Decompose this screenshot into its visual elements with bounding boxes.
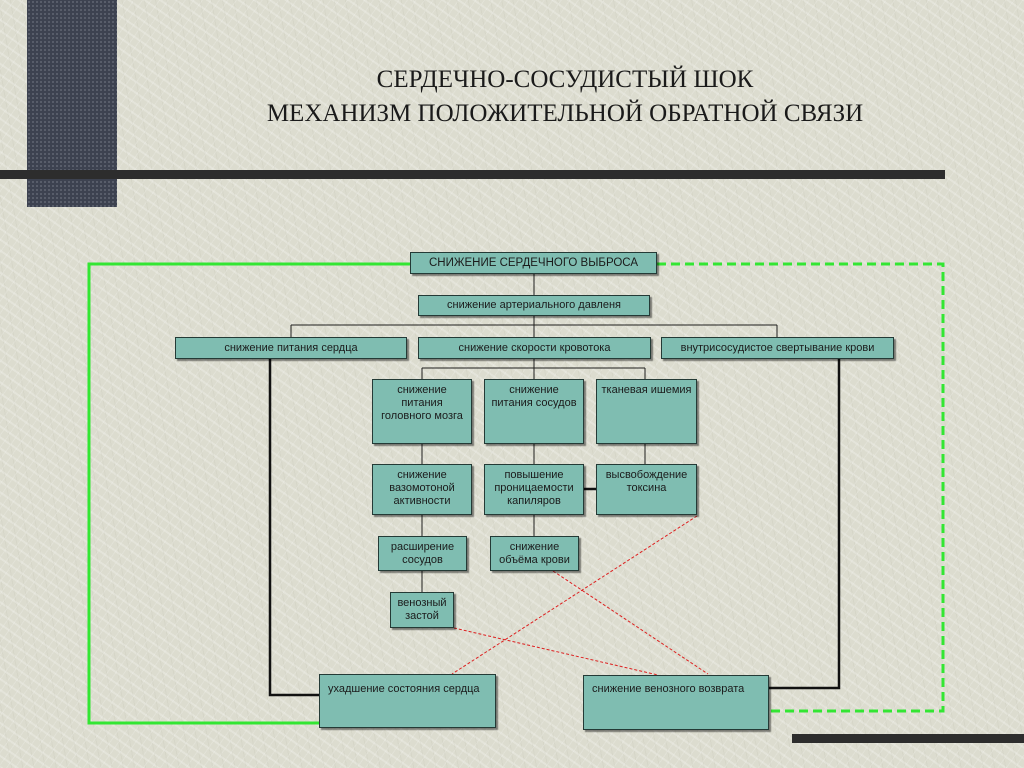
node-heart-condition: ухадшение состояния сердца — [319, 674, 496, 728]
red-link-stasis-to-venous-return — [453, 627, 659, 676]
node-arterial-pressure: снижение артериального давленя — [418, 295, 650, 316]
feedback-loop-right — [657, 262, 945, 713]
node-heart-nutrition: снижение питания сердца — [175, 337, 407, 359]
node-blood-flow-speed: снижение скорости кровотока — [418, 337, 651, 359]
red-link-volume-to-venous-return — [552, 570, 709, 675]
node-blood-volume: снижение объёма крови — [490, 536, 579, 571]
node-vasomotor-activity: снижение вазомотоной активности — [372, 464, 472, 515]
node-venous-stasis: венозный застой — [390, 592, 454, 628]
node-venous-return: снижение венозного возврата — [583, 675, 769, 730]
connector-heart-nutrition-to-heart-condition — [268, 359, 319, 697]
slide-title-line2: МЕХАНИЗМ ПОЛОЖИТЕЛЬНОЙ ОБРАТНОЙ СВЯЗИ — [266, 100, 864, 127]
node-cardiac-output: СНИЖЕНИЕ СЕРДЕЧНОГО ВЫБРОСА — [410, 252, 657, 274]
red-link-toxin-to-heart-condition — [451, 515, 698, 675]
node-capillary-permeability: повышение проницаемости капиляров — [484, 464, 584, 515]
node-toxin-release: высвобождение токсина — [596, 464, 697, 515]
node-tissue-ischemia: тканевая ишемия — [596, 379, 697, 444]
connector-coagulation-to-venous-return — [769, 359, 841, 690]
node-intravascular-coagulation: внутрисосудистое свертывание крови — [661, 337, 894, 359]
node-vessel-nutrition: снижение питания сосудов — [484, 379, 584, 444]
node-vasodilation: расширение сосудов — [378, 536, 467, 571]
header-divider-bar — [0, 170, 945, 179]
slide-title-line1: СЕРДЕЧНО-СОСУДИСТЫЙ ШОК — [376, 66, 754, 93]
footer-divider-bar — [792, 734, 1024, 743]
node-brain-nutrition: снижение питания головного мозга — [372, 379, 472, 444]
feedback-loop-left — [87, 262, 410, 725]
